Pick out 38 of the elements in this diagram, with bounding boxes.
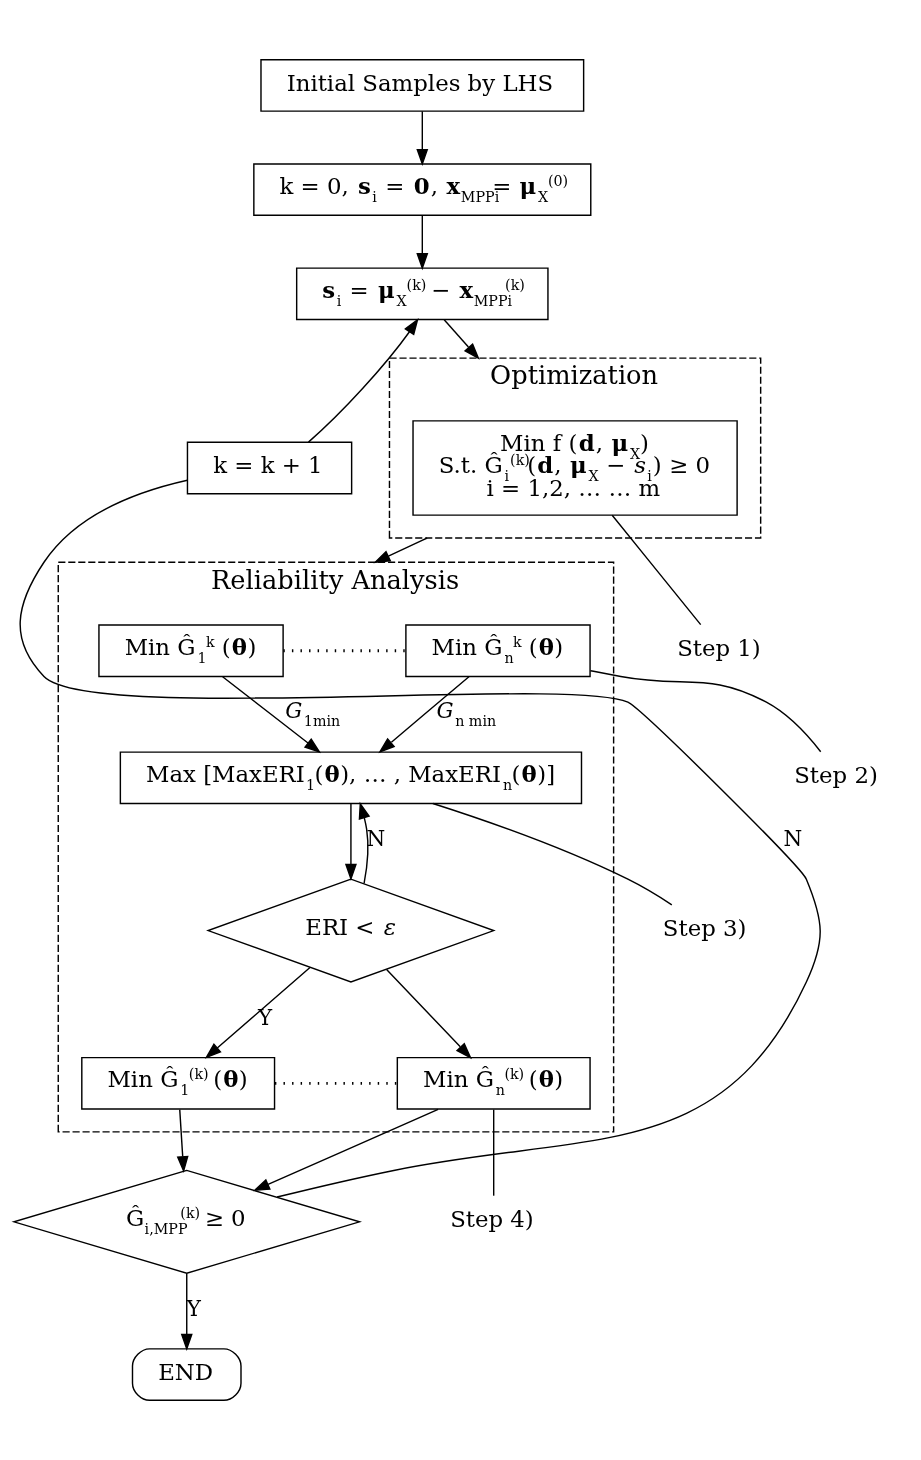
connector <box>611 514 702 626</box>
arrow <box>416 110 429 167</box>
node-box: Min Ĝ$_{n}$$^{k}$ (θ) <box>405 624 591 678</box>
arrow <box>344 803 357 882</box>
node-box: Max [MaxERI$_{1}$(θ), … , MaxERI$_{n}$(θ)] <box>119 751 583 805</box>
node-diamond: ERI < ε <box>206 878 496 983</box>
arrow <box>378 676 470 754</box>
node-box: Min Ĝ$_{n}$$^{(k)}$ (θ) <box>396 1056 591 1110</box>
arrow <box>176 1108 189 1174</box>
node-text: Step 3) <box>662 915 747 942</box>
node-text: Step 1) <box>677 635 761 662</box>
node-box: k = k + 1 <box>186 441 353 495</box>
edge-label: G$_{n min}$ <box>436 697 497 729</box>
connector <box>492 1108 495 1197</box>
node-box: Initial Samples by LHS <box>260 59 585 112</box>
node-diamond: Ĝ$_{i,MPP}$$^{(k)}$ ≥ 0 <box>11 1169 362 1274</box>
edge-label: N <box>783 826 803 852</box>
edge-label: Y <box>258 1004 273 1030</box>
arrow <box>307 318 419 443</box>
arrow <box>180 1272 193 1351</box>
connector <box>432 802 673 906</box>
node-box: Min Ĝ$_{1}$$^{(k)}$ (θ) <box>81 1056 276 1110</box>
node-box: Min Ĝ$_{1}$$^{k}$ (θ) <box>98 624 284 678</box>
arrow <box>385 968 472 1060</box>
arrow <box>204 966 311 1059</box>
edge-label: G$_{1min}$ <box>285 697 341 729</box>
node-box: Min f (d, μ$_{X}$) S.t. Ĝ$_{i}$$^{(k)}$(d, μ$_{X}$ − s$_{i}$) ≥ 0 i = 1,2, … … m <box>412 420 738 516</box>
node-box: END <box>131 1348 242 1401</box>
connector <box>19 479 821 1198</box>
connector <box>274 1081 398 1085</box>
arrow <box>252 1108 439 1192</box>
arrow <box>221 676 322 754</box>
connector <box>589 669 822 753</box>
arrow <box>443 319 480 360</box>
arrow <box>416 214 429 271</box>
node-text: Step 4) <box>450 1206 534 1233</box>
arrow <box>358 801 371 885</box>
node-text: Step 2) <box>794 762 878 789</box>
